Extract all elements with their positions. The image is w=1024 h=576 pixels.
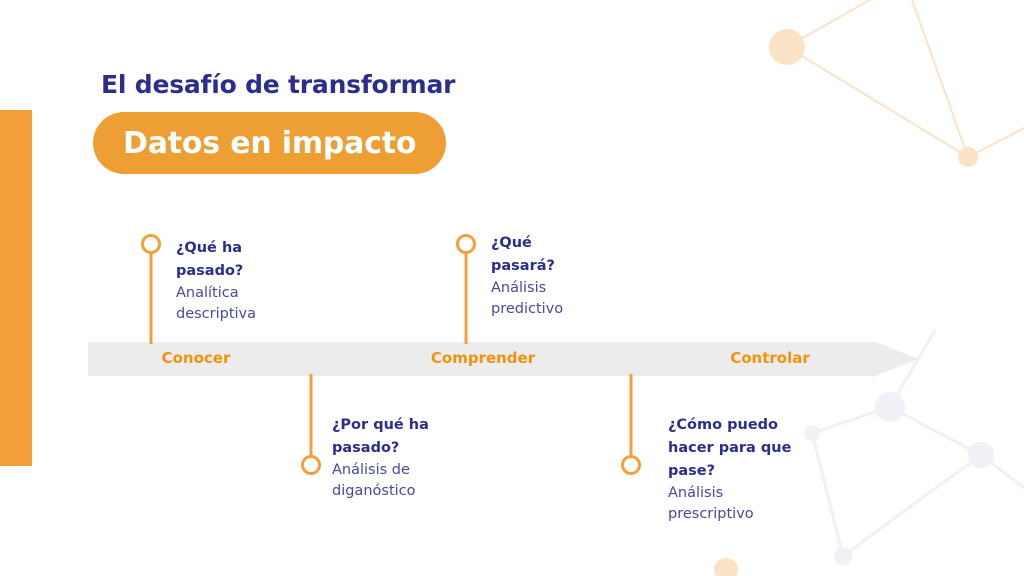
callout-prescriptive: ¿Cómo puedo hacer para que pase? Análisi…	[668, 414, 796, 525]
network-nodes-orange	[769, 0, 1024, 167]
page-title-pill: Datos en impacto	[93, 112, 447, 174]
stage-label-conocer: Conocer	[161, 349, 231, 367]
connector-stem-descriptive	[149, 248, 153, 344]
connector-stem-prescriptive	[629, 374, 633, 464]
process-arrow-band	[88, 341, 918, 377]
callout-title-descriptive: ¿Qué ha pasado?	[176, 240, 244, 279]
callout-descriptive: ¿Qué ha pasado? Analítica descriptiva	[176, 237, 306, 325]
connector-stem-diagnostic	[309, 374, 313, 464]
left-accent-bar	[0, 110, 32, 466]
callout-subtitle-diagnostic: Análisis de diganóstico	[332, 462, 416, 499]
timeline-node-prescriptive[interactable]	[621, 455, 641, 475]
page-eyebrow: El desafío de transformar	[101, 70, 456, 99]
connector-stem-predictive	[464, 248, 468, 344]
callout-subtitle-descriptive: Analítica descriptiva	[176, 285, 257, 322]
timeline-node-diagnostic[interactable]	[301, 455, 321, 475]
callout-title-predictive: ¿Qué pasará?	[491, 235, 555, 274]
page-title: Datos en impacto	[123, 125, 417, 161]
stage-label-comprender: Comprender	[430, 349, 536, 367]
callout-subtitle-prescriptive: Análisis prescriptivo	[668, 485, 754, 522]
callout-title-diagnostic: ¿Por qué ha pasado?	[332, 417, 429, 456]
callout-predictive: ¿Qué pasará? Análisis predictivo	[491, 232, 591, 320]
callout-diagnostic: ¿Por qué ha pasado? Análisis de diganóst…	[332, 414, 462, 502]
stage-label-controlar: Controlar	[730, 349, 810, 367]
timeline-node-descriptive[interactable]	[141, 234, 161, 254]
callout-subtitle-predictive: Análisis predictivo	[491, 280, 564, 317]
callout-title-prescriptive: ¿Cómo puedo hacer para que pase?	[668, 417, 792, 479]
timeline-node-predictive[interactable]	[456, 234, 476, 254]
